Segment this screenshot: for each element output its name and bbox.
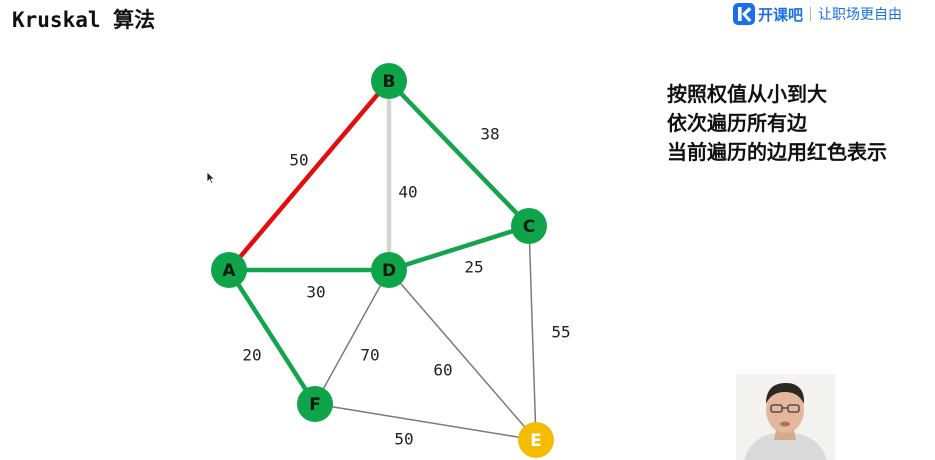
- node-label: E: [530, 431, 542, 451]
- brand-name: 开课吧: [758, 5, 804, 24]
- weight-label-layer: 50 40 38 30 25 20 55 70 60 50: [242, 125, 570, 449]
- node-label: A: [222, 261, 236, 281]
- node-f: F: [297, 386, 333, 422]
- page-title: Kruskal 算法: [12, 8, 156, 32]
- logo-divider: [810, 7, 812, 21]
- edge-c-e: [528, 225, 537, 441]
- node-circle: [511, 208, 547, 244]
- algorithm-notes: 按照权值从小到大 依次遍历所有边 当前遍历的边用红色表示: [667, 80, 887, 167]
- edge-weight-label-d-c: 25: [464, 258, 483, 277]
- node-label: C: [523, 217, 535, 237]
- edge-d-c: [388, 223, 530, 273]
- edge-a-b: [227, 79, 391, 272]
- edge-weight-label-a-b: 50: [289, 151, 308, 170]
- node-c: C: [511, 208, 547, 244]
- edge-weight-label-b-d: 40: [398, 183, 417, 202]
- node-d: D: [371, 252, 407, 288]
- node-label: B: [383, 72, 396, 92]
- edge-weight-label-a-d: 30: [306, 283, 325, 302]
- node-label: D: [382, 261, 396, 281]
- node-circle: [297, 386, 333, 422]
- presenter-webcam: [736, 374, 835, 460]
- node-circle: [371, 63, 407, 99]
- edge-d-f: [314, 269, 390, 405]
- edge-weight-label-f-e: 50: [394, 430, 413, 449]
- note-line-1: 按照权值从小到大: [667, 82, 827, 106]
- node-e: E: [518, 422, 554, 458]
- node-circle: [211, 252, 247, 288]
- edge-f-e: [314, 403, 537, 441]
- node-circle: [371, 252, 407, 288]
- edge-weight-label-c-e: 55: [551, 323, 570, 342]
- note-line-3: 当前遍历的边用红色表示: [667, 140, 887, 164]
- kaikeba-logo-icon: [733, 3, 755, 25]
- node-circle: [518, 422, 554, 458]
- edge-weight-label-d-f: 70: [360, 346, 379, 365]
- edge-d-e: [388, 269, 537, 441]
- node-a: A: [211, 252, 247, 288]
- brand-logo: 开课吧 让职场更自由: [733, 3, 902, 25]
- edge-layer: [227, 79, 537, 441]
- edge-weight-label-a-f: 20: [242, 346, 261, 365]
- edge-weight-label-b-c: 38: [480, 125, 499, 144]
- edge-a-f: [227, 268, 317, 406]
- node-layer: A B C D E F: [211, 63, 554, 458]
- note-line-2: 依次遍历所有边: [667, 111, 807, 135]
- node-label: F: [309, 395, 321, 415]
- edge-weight-label-d-e: 60: [433, 361, 452, 380]
- node-b: B: [371, 63, 407, 99]
- brand-slogan: 让职场更自由: [818, 7, 903, 23]
- edge-b-c: [387, 79, 531, 228]
- mouse-cursor-icon: [206, 171, 216, 185]
